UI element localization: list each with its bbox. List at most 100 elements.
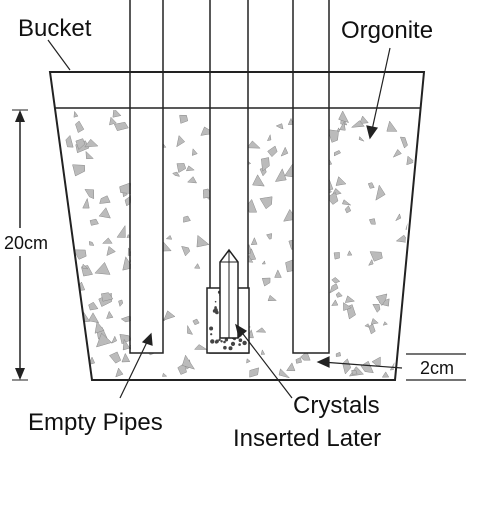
resin-shard <box>370 317 379 325</box>
crystal-chip <box>223 345 227 350</box>
resin-shard <box>335 176 347 186</box>
resin-shard <box>381 371 390 378</box>
resin-shard <box>176 163 187 173</box>
bucket-label: Bucket <box>18 15 92 42</box>
crystal-chip <box>224 338 229 342</box>
gap-label: 2cm <box>420 358 454 378</box>
resin-shard <box>382 321 388 326</box>
resin-shard <box>342 358 352 375</box>
crystal-chip <box>214 306 217 309</box>
resin-shard <box>392 148 402 158</box>
resin-shard <box>99 195 111 204</box>
orgonite-leader <box>371 47 391 131</box>
resin-shard <box>339 121 346 131</box>
resin-shard <box>181 245 191 257</box>
pipe-left-mask <box>131 109 163 353</box>
resin-shard <box>172 171 181 177</box>
crystals-label-line2: Inserted Later <box>233 425 381 452</box>
resin-shard <box>275 123 284 130</box>
resin-shard <box>118 299 124 307</box>
resin-shard <box>364 323 370 328</box>
resin-shard <box>338 110 350 124</box>
resin-shard <box>350 120 365 128</box>
resin-shard <box>295 357 303 364</box>
resin-shard <box>359 115 369 124</box>
resin-shard <box>405 214 418 230</box>
resin-shard <box>331 277 341 284</box>
crystal-assembly <box>206 248 250 354</box>
resin-shard <box>122 338 131 351</box>
resin-shard <box>344 295 356 303</box>
resin-shard <box>399 136 408 149</box>
resin-shard <box>82 263 89 270</box>
gap-arrowhead <box>316 356 330 368</box>
resin-shard <box>274 168 287 182</box>
resin-shard <box>75 120 85 133</box>
resin-shard <box>333 252 340 260</box>
pipe-right-mask <box>293 109 329 353</box>
resin-shard <box>192 318 200 326</box>
resin-shard <box>64 302 74 307</box>
resin-shard <box>187 176 198 184</box>
crystal-chip <box>209 326 214 331</box>
crystal-chip <box>238 338 243 343</box>
leader-lines <box>47 39 403 399</box>
crystal-chip <box>230 341 236 346</box>
bucket-leader <box>47 39 71 71</box>
resin-shard <box>181 354 196 370</box>
resin-shard <box>360 360 374 374</box>
resin-shard <box>61 347 79 359</box>
resin-shard <box>266 133 272 142</box>
resin-shard <box>372 304 381 313</box>
resin-shard <box>109 116 117 126</box>
resin-shard <box>266 233 273 240</box>
resin-shard <box>75 138 86 150</box>
resin-shard <box>163 310 176 321</box>
pipe-right <box>292 0 330 354</box>
resin-shard <box>274 269 282 278</box>
resin-shard <box>94 261 111 275</box>
resin-shard <box>300 351 311 361</box>
resin-shard <box>255 327 267 333</box>
resin-shard <box>334 150 341 157</box>
resin-shard <box>250 237 258 246</box>
resin-shard <box>85 150 94 160</box>
resin-shard <box>261 157 270 172</box>
resin-shard <box>335 351 342 357</box>
resin-shard <box>162 372 168 377</box>
resin-shard <box>267 294 277 302</box>
resin-shard <box>88 301 99 311</box>
resin-shard <box>246 358 251 364</box>
resin-shard <box>249 367 260 378</box>
pipes-label: Empty Pipes <box>28 409 163 436</box>
resin-shard <box>343 302 352 311</box>
pipes-leader <box>119 339 149 399</box>
resin-shard <box>259 196 273 210</box>
resin-shard <box>106 245 116 257</box>
resin-shard <box>261 260 266 265</box>
resin-shard <box>196 234 210 248</box>
resin-shard <box>193 344 208 350</box>
resin-shard <box>267 145 278 158</box>
resin-shard <box>358 135 365 142</box>
height-label: 20cm <box>4 233 48 253</box>
resin-shard <box>112 110 122 118</box>
resin-shard <box>89 218 99 226</box>
resin-shard <box>121 352 131 363</box>
resin-shard <box>261 277 271 287</box>
crystals-leader <box>239 329 293 399</box>
resin-shard <box>331 299 339 306</box>
orgonite-label: Orgonite <box>341 17 433 44</box>
resin-shard <box>286 362 296 372</box>
resin-shard <box>344 205 352 214</box>
resin-shard <box>368 324 376 335</box>
resin-shard <box>94 321 105 334</box>
crystal-chip <box>213 308 218 313</box>
crystals-arrowhead <box>235 323 248 339</box>
resin-shard <box>378 298 390 307</box>
resin-shard <box>187 324 194 335</box>
resin-shard <box>111 335 118 344</box>
crystals-label-line1: Crystals <box>293 392 380 419</box>
